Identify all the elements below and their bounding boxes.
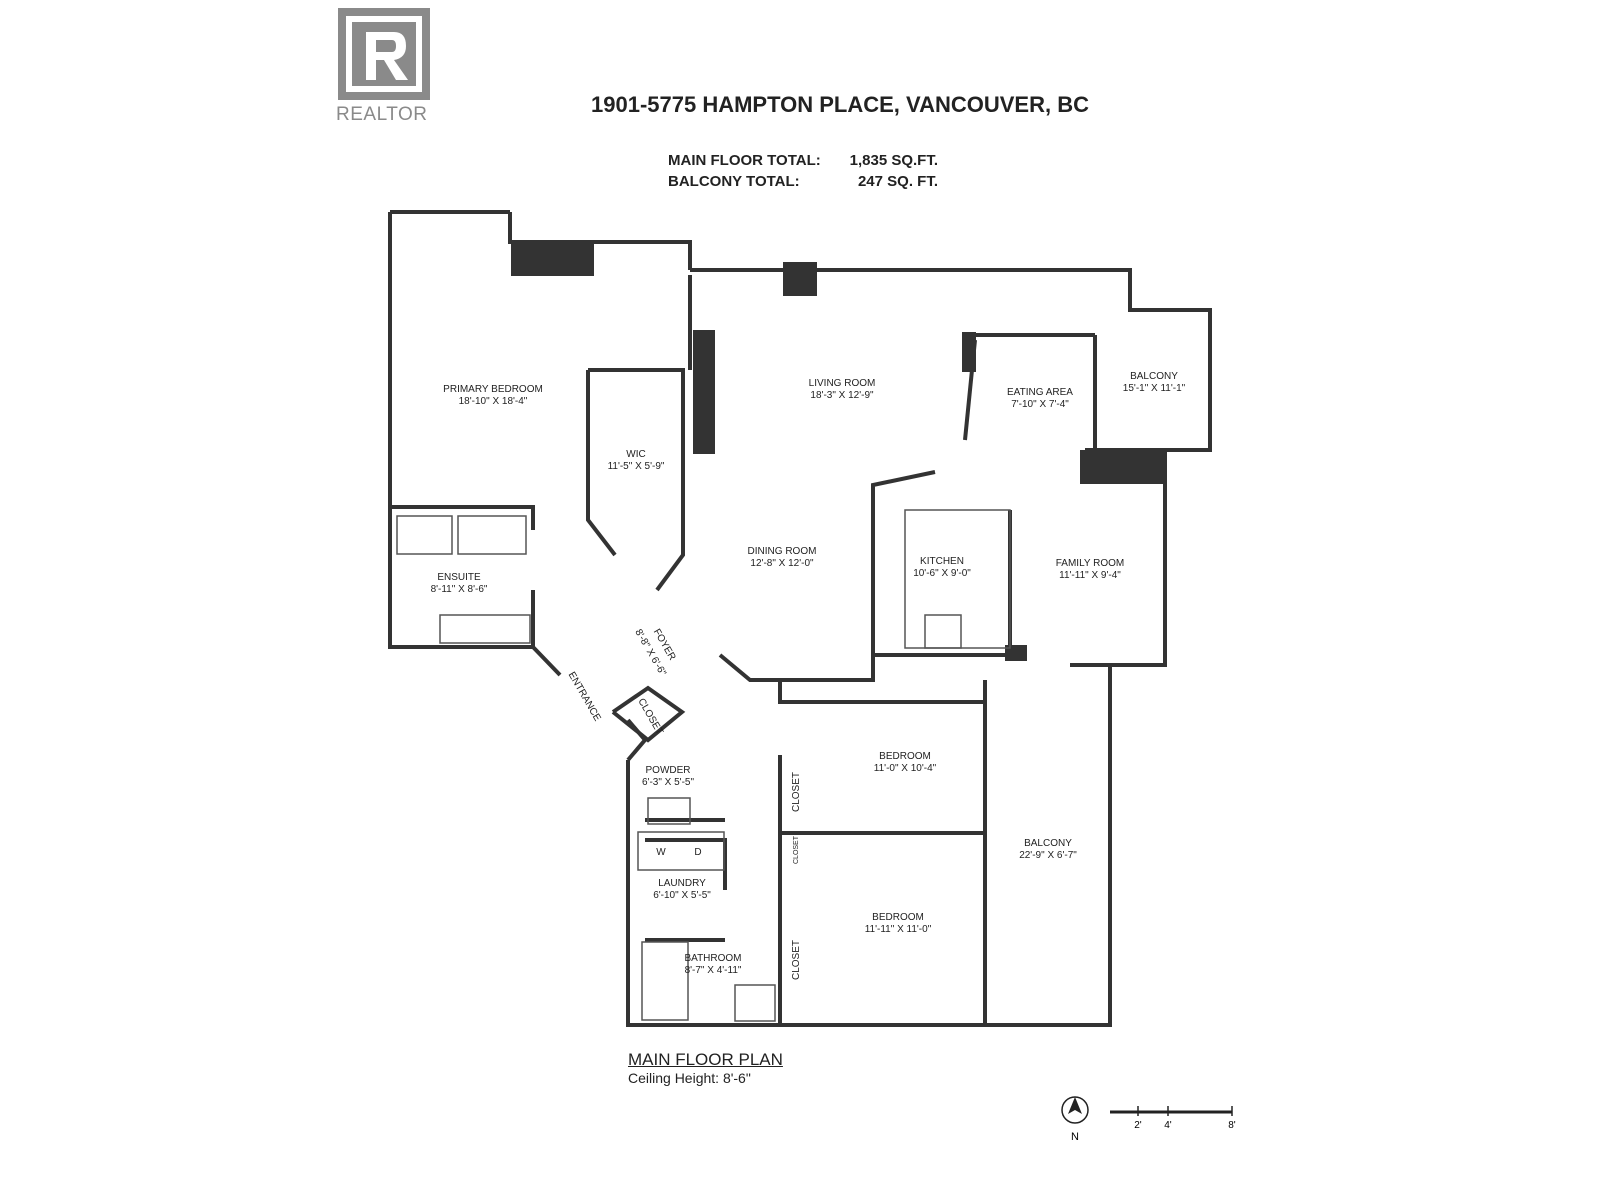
laundry-size: 6'-10" X 5'-5" (653, 890, 711, 901)
primary-bedroom-size: 18'-10" X 18'-4" (459, 396, 528, 407)
north-arrow-icon (1061, 1096, 1089, 1124)
wic-size: 11'-5" X 5'-9" (608, 461, 665, 472)
dining-room-size: 12'-8" X 12'-0" (750, 558, 814, 569)
ensuite-name: ENSUITE (437, 572, 481, 583)
small-closet-label: CLOSET (793, 835, 800, 864)
dryer-label: D (694, 847, 701, 858)
realtor-r-icon (338, 8, 430, 100)
bedroom-2-name: BEDROOM (872, 912, 924, 923)
scale-label-8: 8' (1228, 1120, 1236, 1131)
family-room-size: 11'-11" X 9'-4" (1059, 570, 1121, 581)
living-room-name: LIVING ROOM (809, 378, 876, 389)
realtor-logo: REALTOR (336, 8, 450, 126)
bathroom-name: BATHROOM (684, 953, 741, 964)
kitchen-name: KITCHEN (920, 556, 964, 567)
walls (388, 210, 1212, 1027)
scale-label-2: 2' (1134, 1120, 1142, 1131)
north-label: N (1071, 1131, 1079, 1143)
living-room-size: 18'-3" X 12'-9" (810, 390, 874, 401)
kitchen-size: 10'-6" X 9'-0" (913, 568, 971, 579)
floor-plan-title: MAIN FLOOR PLAN (628, 1050, 783, 1069)
primary-bedroom-name: PRIMARY BEDROOM (443, 384, 543, 395)
scale-bar: 2' 4' 8' (1110, 1106, 1236, 1131)
washer-label: W (656, 847, 666, 858)
area-totals: MAIN FLOOR TOTAL: 1,835 SQ.FT. BALCONY TO… (668, 150, 938, 192)
fixtures (396, 509, 1011, 1022)
room-labels: PRIMARY BEDROOM 18'-10" X 18'-4" WIC 11'… (431, 371, 1186, 980)
balcony-total-row: BALCONY TOTAL: 247 SQ. FT. (668, 171, 938, 192)
bedroom-2-closet-label: CLOSET (791, 940, 802, 980)
wic-name: WIC (626, 449, 645, 460)
ensuite-size: 8'-11" X 8'-6" (431, 584, 488, 595)
eating-area-name: EATING AREA (1007, 387, 1073, 398)
bedroom-1-name: BEDROOM (879, 751, 931, 762)
balcony-2-size: 22'-9" X 6'-7" (1019, 850, 1077, 861)
laundry-name: LAUNDRY (658, 878, 706, 889)
ceiling-height: Ceiling Height: 8'-6" (628, 1070, 751, 1086)
bedroom-2-size: 11'-11" X 11'-0" (865, 924, 932, 935)
listing-address: 1901-5775 HAMPTON PLACE, VANCOUVER, BC (591, 92, 1089, 117)
entry-closet-label: CLOSET (635, 697, 665, 737)
bathroom-size: 8'-7" X 4'-11" (685, 965, 742, 976)
balcony-total-label: BALCONY TOTAL: (668, 173, 800, 190)
realtor-wordmark: REALTOR (336, 104, 428, 125)
powder-size: 6'-3" X 5'-5" (642, 777, 695, 788)
powder-name: POWDER (646, 765, 691, 776)
main-floor-total-row: MAIN FLOOR TOTAL: 1,835 SQ.FT. (668, 150, 938, 171)
balcony-total-value: 247 SQ. FT. (857, 173, 938, 190)
bedroom-1-closet-label: CLOSET (791, 772, 802, 812)
main-floor-total-label: MAIN FLOOR TOTAL: (668, 152, 821, 169)
eating-area-size: 7'-10" X 7'-4" (1011, 399, 1069, 410)
entrance-label: ENTRANCE (566, 670, 603, 723)
balcony-2-name: BALCONY (1024, 838, 1072, 849)
scale-label-4: 4' (1164, 1120, 1172, 1131)
main-floor-total-value: 1,835 SQ.FT. (849, 152, 938, 169)
family-room-name: FAMILY ROOM (1056, 558, 1125, 569)
bedroom-1-size: 11'-0" X 10'-4" (874, 763, 937, 774)
balcony-1-name: BALCONY (1130, 371, 1178, 382)
wall-columns (511, 242, 1165, 661)
dining-room-name: DINING ROOM (748, 546, 817, 557)
balcony-1-size: 15'-1" X 11'-1" (1123, 383, 1186, 394)
